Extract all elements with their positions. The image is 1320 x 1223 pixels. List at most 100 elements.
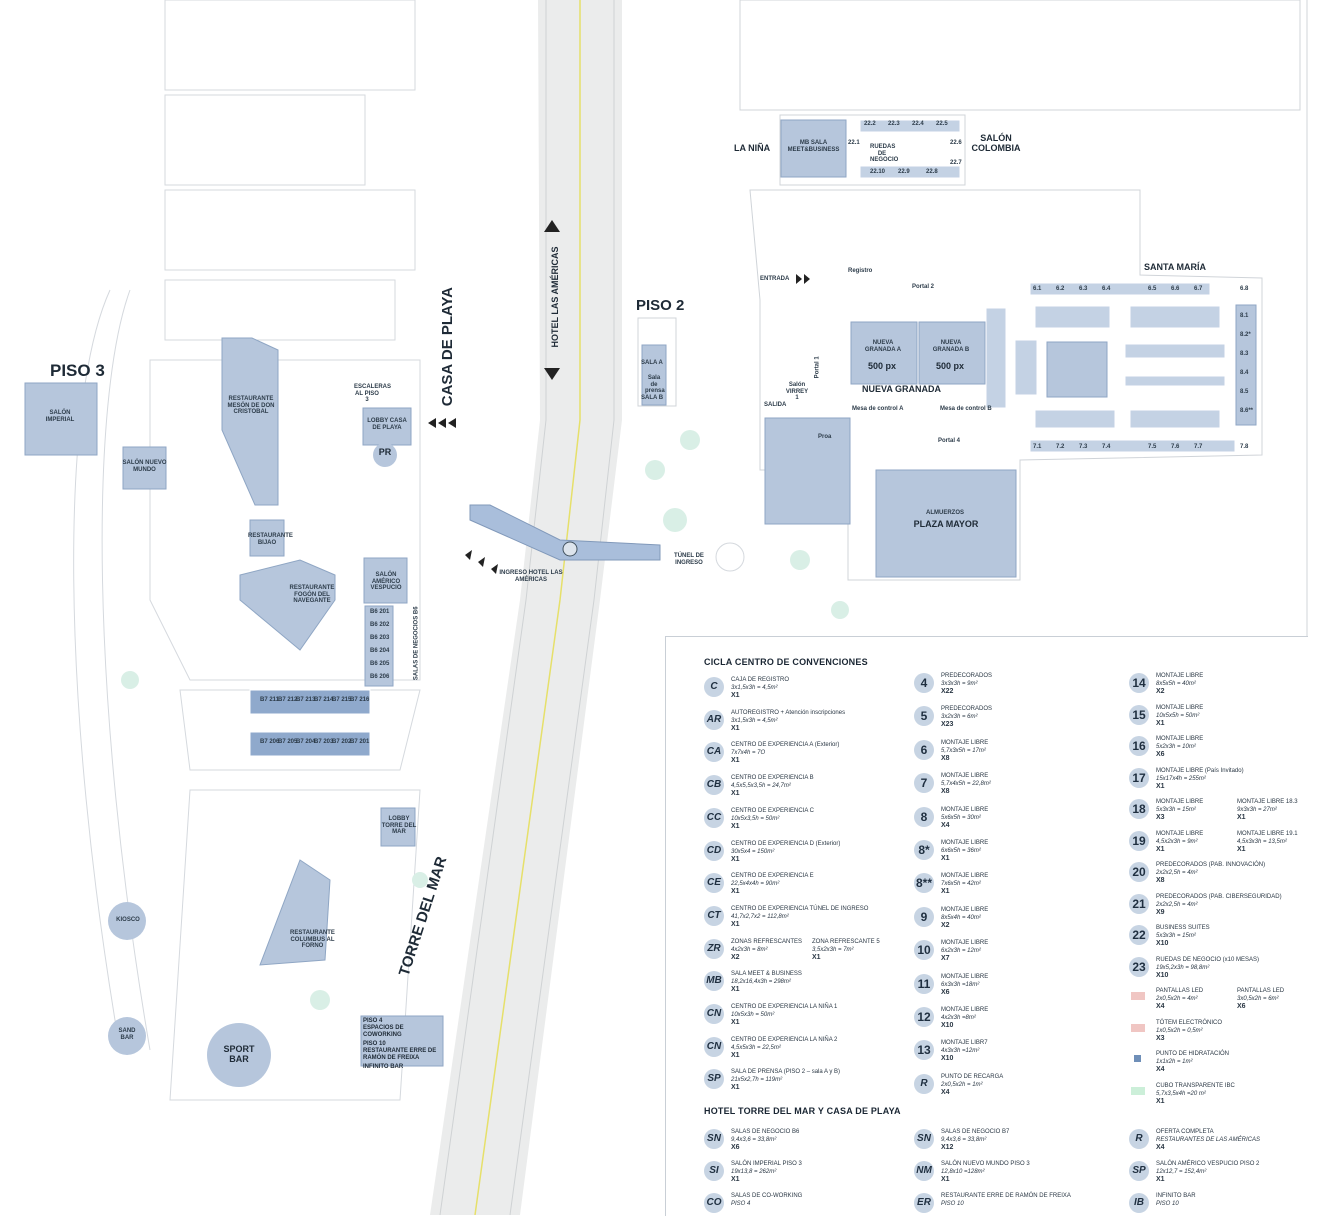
legend-text: CENTRO DE EXPERIENCIA A (Exterior)7x7x4h… (731, 742, 840, 765)
booth-8: 8.2* (1240, 332, 1251, 338)
pr-label: PR (378, 447, 392, 457)
booth-8: 8.6** (1240, 408, 1254, 414)
mesa-a-label: Mesa de control A (852, 406, 904, 412)
portal1-label: Portal 1 (814, 356, 821, 379)
santa-maria-label: SANTA MARÍA (1144, 262, 1206, 272)
booth-6: 6.2 (1056, 286, 1065, 292)
sand-bar-label: SAND BAR (118, 1028, 136, 1041)
booth-8: 8.4 (1240, 370, 1249, 376)
meson-label: RESTAURANTE MESÓN DE DON CRISTOBAL (227, 396, 275, 416)
b7-room: B7 216 (350, 697, 370, 703)
booth-6: 6.7 (1194, 286, 1203, 292)
legend-badge-icon: CN (704, 1004, 724, 1024)
salas-b6-label: SALAS DE NEGOCIOS B6 (413, 606, 420, 681)
coworking-box: PISO 4 ESPACIOS DE COWORKING PISO 10 RES… (363, 1018, 443, 1071)
legend-badge-icon: CA (704, 742, 724, 763)
legend-badge-icon: MB (704, 971, 724, 992)
nueva-granada-b-capacity: 500 px (935, 361, 965, 371)
legend-text: PREDECORADOS (PAB. INNOVACIÓN)2x2x2,5h =… (1156, 862, 1266, 884)
legend-badge-icon: IB (1129, 1193, 1149, 1213)
sala-prensa-label: Sala de prensa (645, 375, 665, 395)
booth-7: 7.3 (1079, 444, 1088, 450)
registro-label: Registro (848, 268, 873, 274)
road (430, 0, 622, 1215)
booth-6: 6.8 (1240, 286, 1249, 292)
columbus-label: RESTAURANTE COLUMBUS AL FORNO (290, 930, 335, 950)
nueva-granada-label: NUEVA GRANADA (862, 384, 942, 394)
legend-badge-icon: CD (704, 840, 724, 861)
legend-badge-icon: ZR (704, 938, 724, 959)
booth-7: 7.7 (1194, 444, 1203, 450)
booth: 22.1 (848, 140, 860, 146)
legend-badge-icon: CB (704, 775, 724, 796)
legend-text: MONTAJE LIBRE (País Invitado)15x17x4h = … (1156, 767, 1244, 790)
booth-8: 8.1 (1240, 313, 1249, 319)
legend-badge-icon: SN (914, 1129, 934, 1149)
escaleras-label: ESCALERAS AL PISO 3 (354, 384, 392, 404)
convention-blocks (641, 119, 1257, 578)
legend-badge-icon: 4 (914, 673, 934, 693)
booth-7: 7.6 (1171, 444, 1180, 450)
tunel-label: TÚNEL DE INGRESO (674, 553, 704, 566)
lobby-casa-label: LOBBY CASA DE PLAYA (367, 418, 407, 431)
legend-badge-icon: 8 (914, 806, 934, 827)
legend-badge-icon: CE (704, 873, 724, 894)
plaza-mayor-label: PLAZA MAYOR (913, 519, 979, 529)
legend-badge-icon: SN (704, 1129, 724, 1149)
booth: 22.3 (888, 121, 900, 127)
coworking-l2: ESPACIOS DE COWORKING (363, 1025, 404, 1038)
legend-badge-icon: 19 (1129, 830, 1149, 851)
legend-badge-icon: CO (704, 1193, 724, 1213)
nueva-granada-a-capacity: 500 px (867, 361, 897, 371)
casa-de-playa-label: CASA DE PLAYA (438, 287, 456, 407)
booth: 22.9 (898, 169, 910, 175)
piso2-label: PISO 2 (636, 297, 685, 314)
fogon-label: RESTAURANTE FOGÓN DEL NAVEGANTE (289, 585, 335, 605)
legend-badge-icon: 15 (1129, 704, 1149, 725)
bijao-label: RESTAURANTE BIJAO (248, 533, 293, 546)
booth: 22.6 (950, 140, 962, 146)
legend-badge-icon: 17 (1129, 767, 1149, 788)
b6-room: B6 202 (370, 622, 390, 628)
booth: 22.5 (936, 121, 948, 127)
booth: 22.8 (926, 169, 938, 175)
b7-room: B7 204 (296, 739, 316, 745)
salon-virrey-label: Salón VIRREY 1 (785, 382, 809, 402)
b7-room: B7 203 (314, 739, 334, 745)
left-buildings (24, 337, 444, 1067)
booth-8: 8.3 (1240, 351, 1249, 357)
piso3-label: PISO 3 (50, 361, 105, 380)
legend-badge-icon: 9 (914, 906, 934, 927)
nueva-granada-a-label: NUEVA GRANADA A (864, 340, 902, 353)
legend-badge-icon: 10 (914, 940, 934, 961)
booth-7: 7.8 (1240, 444, 1249, 450)
